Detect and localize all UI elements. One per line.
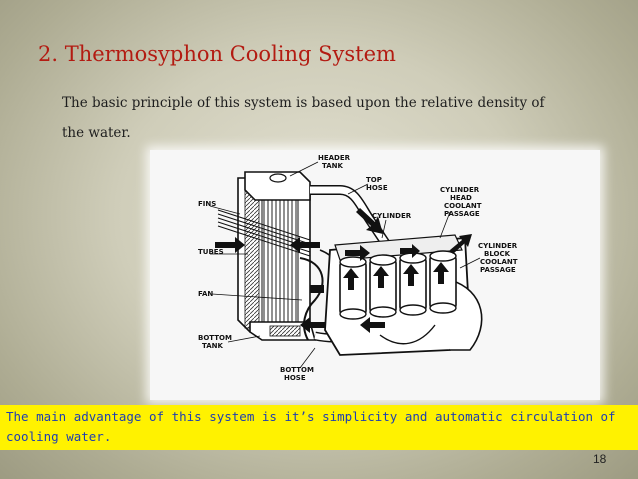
label-fan: FAN: [198, 290, 213, 298]
arrow-top-hose: [356, 208, 383, 234]
label-header-tank: HEADER: [318, 154, 351, 162]
svg-text:TANK: TANK: [202, 342, 224, 350]
advantage-note: The main advantage of this system is it’…: [0, 405, 638, 450]
slide-title: 2. Thermosyphon Cooling System: [38, 42, 396, 66]
label-fins: FINS: [198, 200, 216, 208]
svg-text:HOSE: HOSE: [366, 184, 388, 192]
diagram-drawing: HEADER TANK TOP HOSE FINS CYLINDER CYLIN…: [198, 154, 518, 382]
label-bottom-hose: BOTTOM: [280, 366, 314, 374]
thermosyphon-diagram: HEADER TANK TOP HOSE FINS CYLINDER CYLIN…: [150, 150, 600, 400]
flow-arrows: [215, 208, 472, 333]
label-top-hose: TOP: [366, 176, 382, 184]
svg-text:COOLANT: COOLANT: [480, 258, 518, 266]
svg-text:TANK: TANK: [322, 162, 344, 170]
diagram-labels: HEADER TANK TOP HOSE FINS CYLINDER CYLIN…: [198, 154, 518, 382]
svg-text:PASSAGE: PASSAGE: [444, 210, 480, 218]
label-bottom-tank: BOTTOM: [198, 334, 232, 342]
label-cylinder: CYLINDER: [372, 212, 412, 220]
radiator: [237, 171, 317, 341]
label-tubes: TUBES: [198, 248, 224, 256]
svg-text:HEAD: HEAD: [450, 194, 472, 202]
svg-text:BLOCK: BLOCK: [484, 250, 511, 258]
intro-text: The basic principle of this system is ba…: [62, 95, 545, 141]
label-cylinder-block: CYLINDER: [478, 242, 518, 250]
leader-lines: [209, 161, 481, 369]
arrow-bottom-hose: [360, 317, 385, 333]
arrow-into-radiator: [215, 237, 245, 253]
svg-text:HOSE: HOSE: [284, 374, 306, 382]
label-cylinder-head: CYLINDER: [440, 186, 480, 194]
arrow-air: [290, 237, 320, 253]
svg-text:PASSAGE: PASSAGE: [480, 266, 516, 274]
svg-text:COOLANT: COOLANT: [444, 202, 482, 210]
page-number: 18: [593, 452, 607, 466]
